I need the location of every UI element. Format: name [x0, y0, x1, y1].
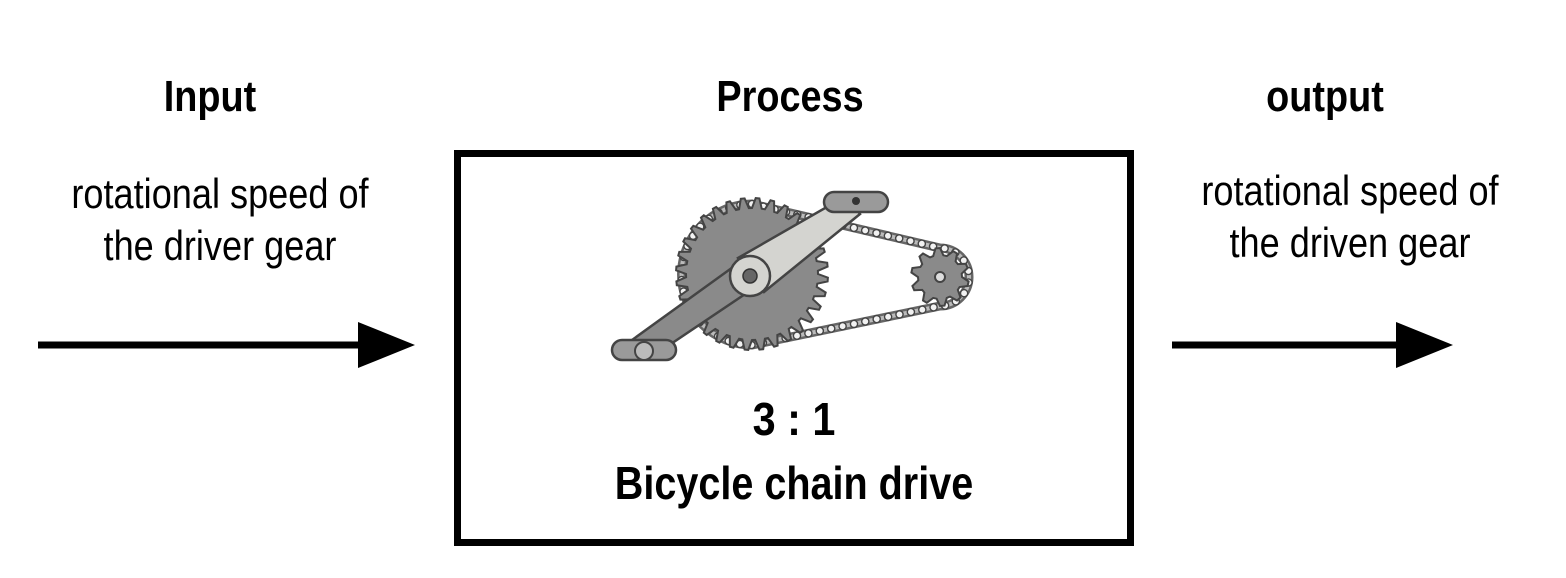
right-arrow-icon [38, 322, 415, 368]
chain-link [959, 288, 969, 298]
chain-link [804, 328, 813, 338]
output-description-line2: the driven gear [1229, 219, 1471, 266]
chain-link [792, 331, 802, 341]
chain-link [895, 310, 904, 319]
chain-link [861, 317, 870, 326]
chain-link [906, 236, 915, 246]
chain-link [917, 239, 927, 248]
gear-hub [934, 271, 946, 283]
chain-link [860, 226, 870, 235]
chain-link [929, 302, 938, 312]
input-description-line1: rotational speed of [71, 170, 369, 217]
chain-link [872, 314, 882, 324]
gear-ratio: 3 : 1 [752, 393, 836, 445]
process-box [454, 150, 1134, 546]
chain-link [815, 326, 825, 336]
chain-link [849, 223, 859, 233]
chain-link [849, 319, 859, 329]
right-arrow-icon [1172, 322, 1453, 368]
input-heading: Input [163, 72, 257, 121]
process-caption: Bicycle chain drive [614, 457, 974, 509]
output-description-line1: rotational speed of [1201, 167, 1499, 214]
chain-link [906, 307, 916, 317]
chain-link [826, 324, 836, 333]
process-heading: Process [716, 72, 864, 121]
chain-link [872, 228, 881, 238]
output-description: rotational speed of the driven gear [1169, 165, 1530, 269]
chain-link [883, 312, 893, 322]
chain-link [918, 305, 927, 315]
bicycle-chain-drive-icon [610, 190, 974, 362]
output-heading: output [1266, 72, 1384, 121]
input-description-line2: the driver gear [103, 222, 337, 269]
chain-link [894, 234, 904, 243]
input-description: rotational speed of the driver gear [39, 168, 400, 272]
chain-link [883, 231, 893, 241]
chain-link [838, 321, 847, 331]
